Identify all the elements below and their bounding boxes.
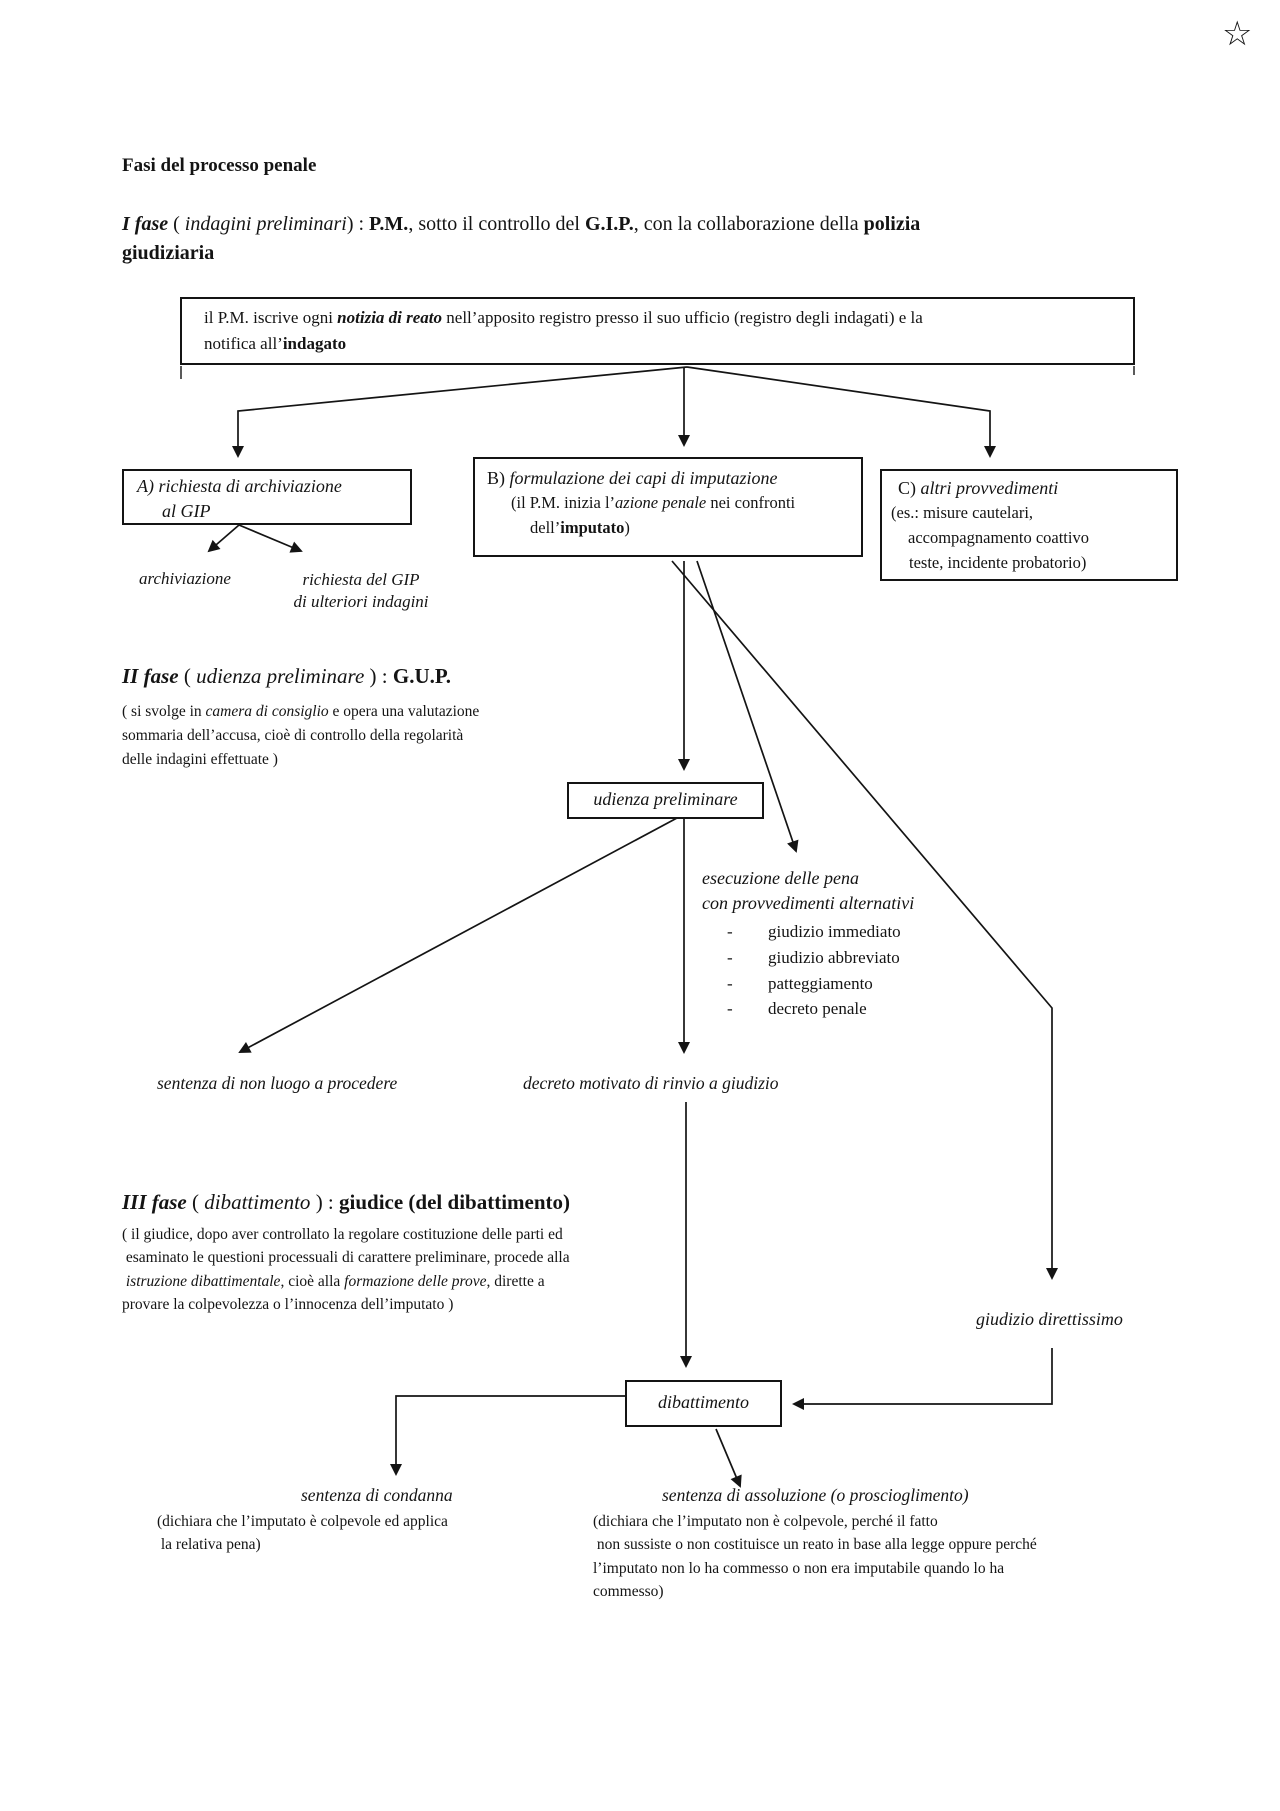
registro-box-line2: notifica all’indagato: [204, 334, 347, 354]
arrow-richiesta-gip: [238, 524, 303, 553]
phase2-heading: II fase ( udienza preliminare ) : G.U.P.: [122, 664, 452, 688]
udienza-preliminare-box: udienza preliminare: [567, 782, 764, 819]
arrow-sentenza-assoluzione: [715, 1428, 742, 1488]
registro-box: il P.M. iscrive ogni notizia di reato ne…: [180, 297, 1135, 365]
box-a-line2: al GIP: [162, 501, 211, 522]
arrow-archiviazione: [207, 524, 240, 553]
phase1-heading-line1: I fase ( indagini preliminari) : P.M., s…: [122, 213, 921, 235]
phase3-note: ( il giudice, dopo aver controllato la r…: [122, 1223, 570, 1316]
label-sentenza-non-luogo: sentenza di non luogo a procedere: [157, 1073, 398, 1093]
provvedimenti-list: -giudizio immediato -giudizio abbreviato…: [727, 919, 901, 1022]
arrow-giudizio-direttissimo: [671, 560, 1058, 1280]
phase3-heading: III fase ( dibattimento ) : giudice (del…: [122, 1190, 571, 1214]
label-archiviazione: archiviazione: [139, 569, 231, 588]
box-a: A) richiesta di archiviazione al GIP: [122, 469, 412, 525]
box-b-line2: (il P.M. inizia l’azione penale nei conf…: [511, 493, 796, 513]
phase3-note-line4: provare la colpevolezza o l’innocenza de…: [122, 1295, 454, 1313]
list-item: -giudizio immediato: [727, 922, 901, 941]
list-item: -decreto penale: [727, 999, 867, 1019]
box-a-line1: A) richiesta di archiviazione: [137, 476, 342, 496]
label-giudizio-direttissimo: giudizio direttissimo: [976, 1309, 1123, 1329]
assoluzione-note-line3: l’imputato non lo ha commesso o non era …: [593, 1559, 1005, 1577]
box-c: C) altri provvedimenti (es.: misure caut…: [880, 469, 1178, 581]
condanna-note-line1: (dichiara che l’imputato è colpevole ed …: [157, 1513, 448, 1530]
dibattimento-box: dibattimento: [625, 1380, 782, 1427]
label-sentenza-condanna: sentenza di condanna: [301, 1485, 453, 1505]
star-icon: ☆: [1222, 14, 1253, 54]
phase1-heading: I fase ( indagini preliminari) : P.M., s…: [122, 210, 920, 268]
assoluzione-note-line1: (dichiara che l’imputato non è colpevole…: [593, 1513, 938, 1530]
phase3-note-line1: ( il giudice, dopo aver controllato la r…: [122, 1226, 563, 1243]
arrow-sentenza-condanna: [390, 1395, 625, 1476]
label-decreto-motivato: decreto motivato di rinvio a giudizio: [523, 1073, 779, 1093]
label-sentenza-assoluzione: sentenza di assoluzione (o proscioglimen…: [662, 1485, 969, 1505]
assoluzione-note-line2: non sussiste o non costituisce un reato …: [593, 1536, 1037, 1554]
label-esecuzione-line2: con provvedimenti alternativi: [702, 892, 915, 913]
phase2-note-line2: sommaria dell’accusa, cioè di controllo …: [122, 727, 464, 745]
box-b-line3: dell’imputato): [530, 517, 630, 537]
page-title: Fasi del processo penale: [122, 155, 317, 176]
label-esecuzione-line1: esecuzione delle pena: [702, 868, 859, 888]
phase2-note-line1: ( si svolge in camera di consiglio e ope…: [122, 703, 480, 720]
arrow-direttissimo-to-dibattimento: [792, 1348, 1053, 1410]
arrow-sentenza-non-luogo: [238, 817, 678, 1053]
condanna-note-line2: la relativa pena): [157, 1536, 261, 1554]
phase1-heading-line2: giudiziaria: [122, 242, 215, 264]
list-item: -patteggiamento: [727, 973, 873, 993]
label-richiesta-gip-line1: richiesta del GIP: [302, 570, 420, 589]
box-c-line3: accompagnamento coattivo: [908, 527, 1089, 547]
label-esecuzione-pena: esecuzione delle pena con provvedimenti …: [702, 866, 914, 916]
box-c-line4: teste, incidente probatorio): [909, 552, 1087, 572]
box-b-line1: B) formulazione dei capi di imputazione: [487, 468, 778, 488]
assoluzione-note: (dichiara che l’imputato non è colpevole…: [593, 1510, 1037, 1603]
label-richiesta-gip: richiesta del GIP di ulteriori indagini: [274, 569, 448, 613]
phase3-note-line2: esaminato le questioni processuali di ca…: [122, 1249, 570, 1267]
arrow-to-box-c: [686, 366, 996, 458]
list-item: -giudizio abbreviato: [727, 947, 900, 967]
condanna-note: (dichiara che l’imputato è colpevole ed …: [157, 1510, 448, 1557]
phase3-note-line3: istruzione dibattimentale, cioè alla for…: [125, 1272, 545, 1290]
box-c-line2: (es.: misure cautelari,: [891, 503, 1034, 523]
box-b: B) formulazione dei capi di imputazione …: [473, 457, 863, 557]
phase2-note-line3: delle indagini effettuate ): [122, 751, 278, 769]
box-c-line1: C) altri provvedimenti: [898, 478, 1059, 498]
phase2-note: ( si svolge in camera di consiglio e ope…: [122, 700, 479, 772]
assoluzione-note-line4: commesso): [593, 1582, 664, 1600]
label-richiesta-gip-line2: di ulteriori indagini: [293, 592, 429, 612]
registro-box-line1: il P.M. iscrive ogni notizia di reato ne…: [204, 308, 923, 327]
arrow-to-box-a: [232, 366, 688, 458]
